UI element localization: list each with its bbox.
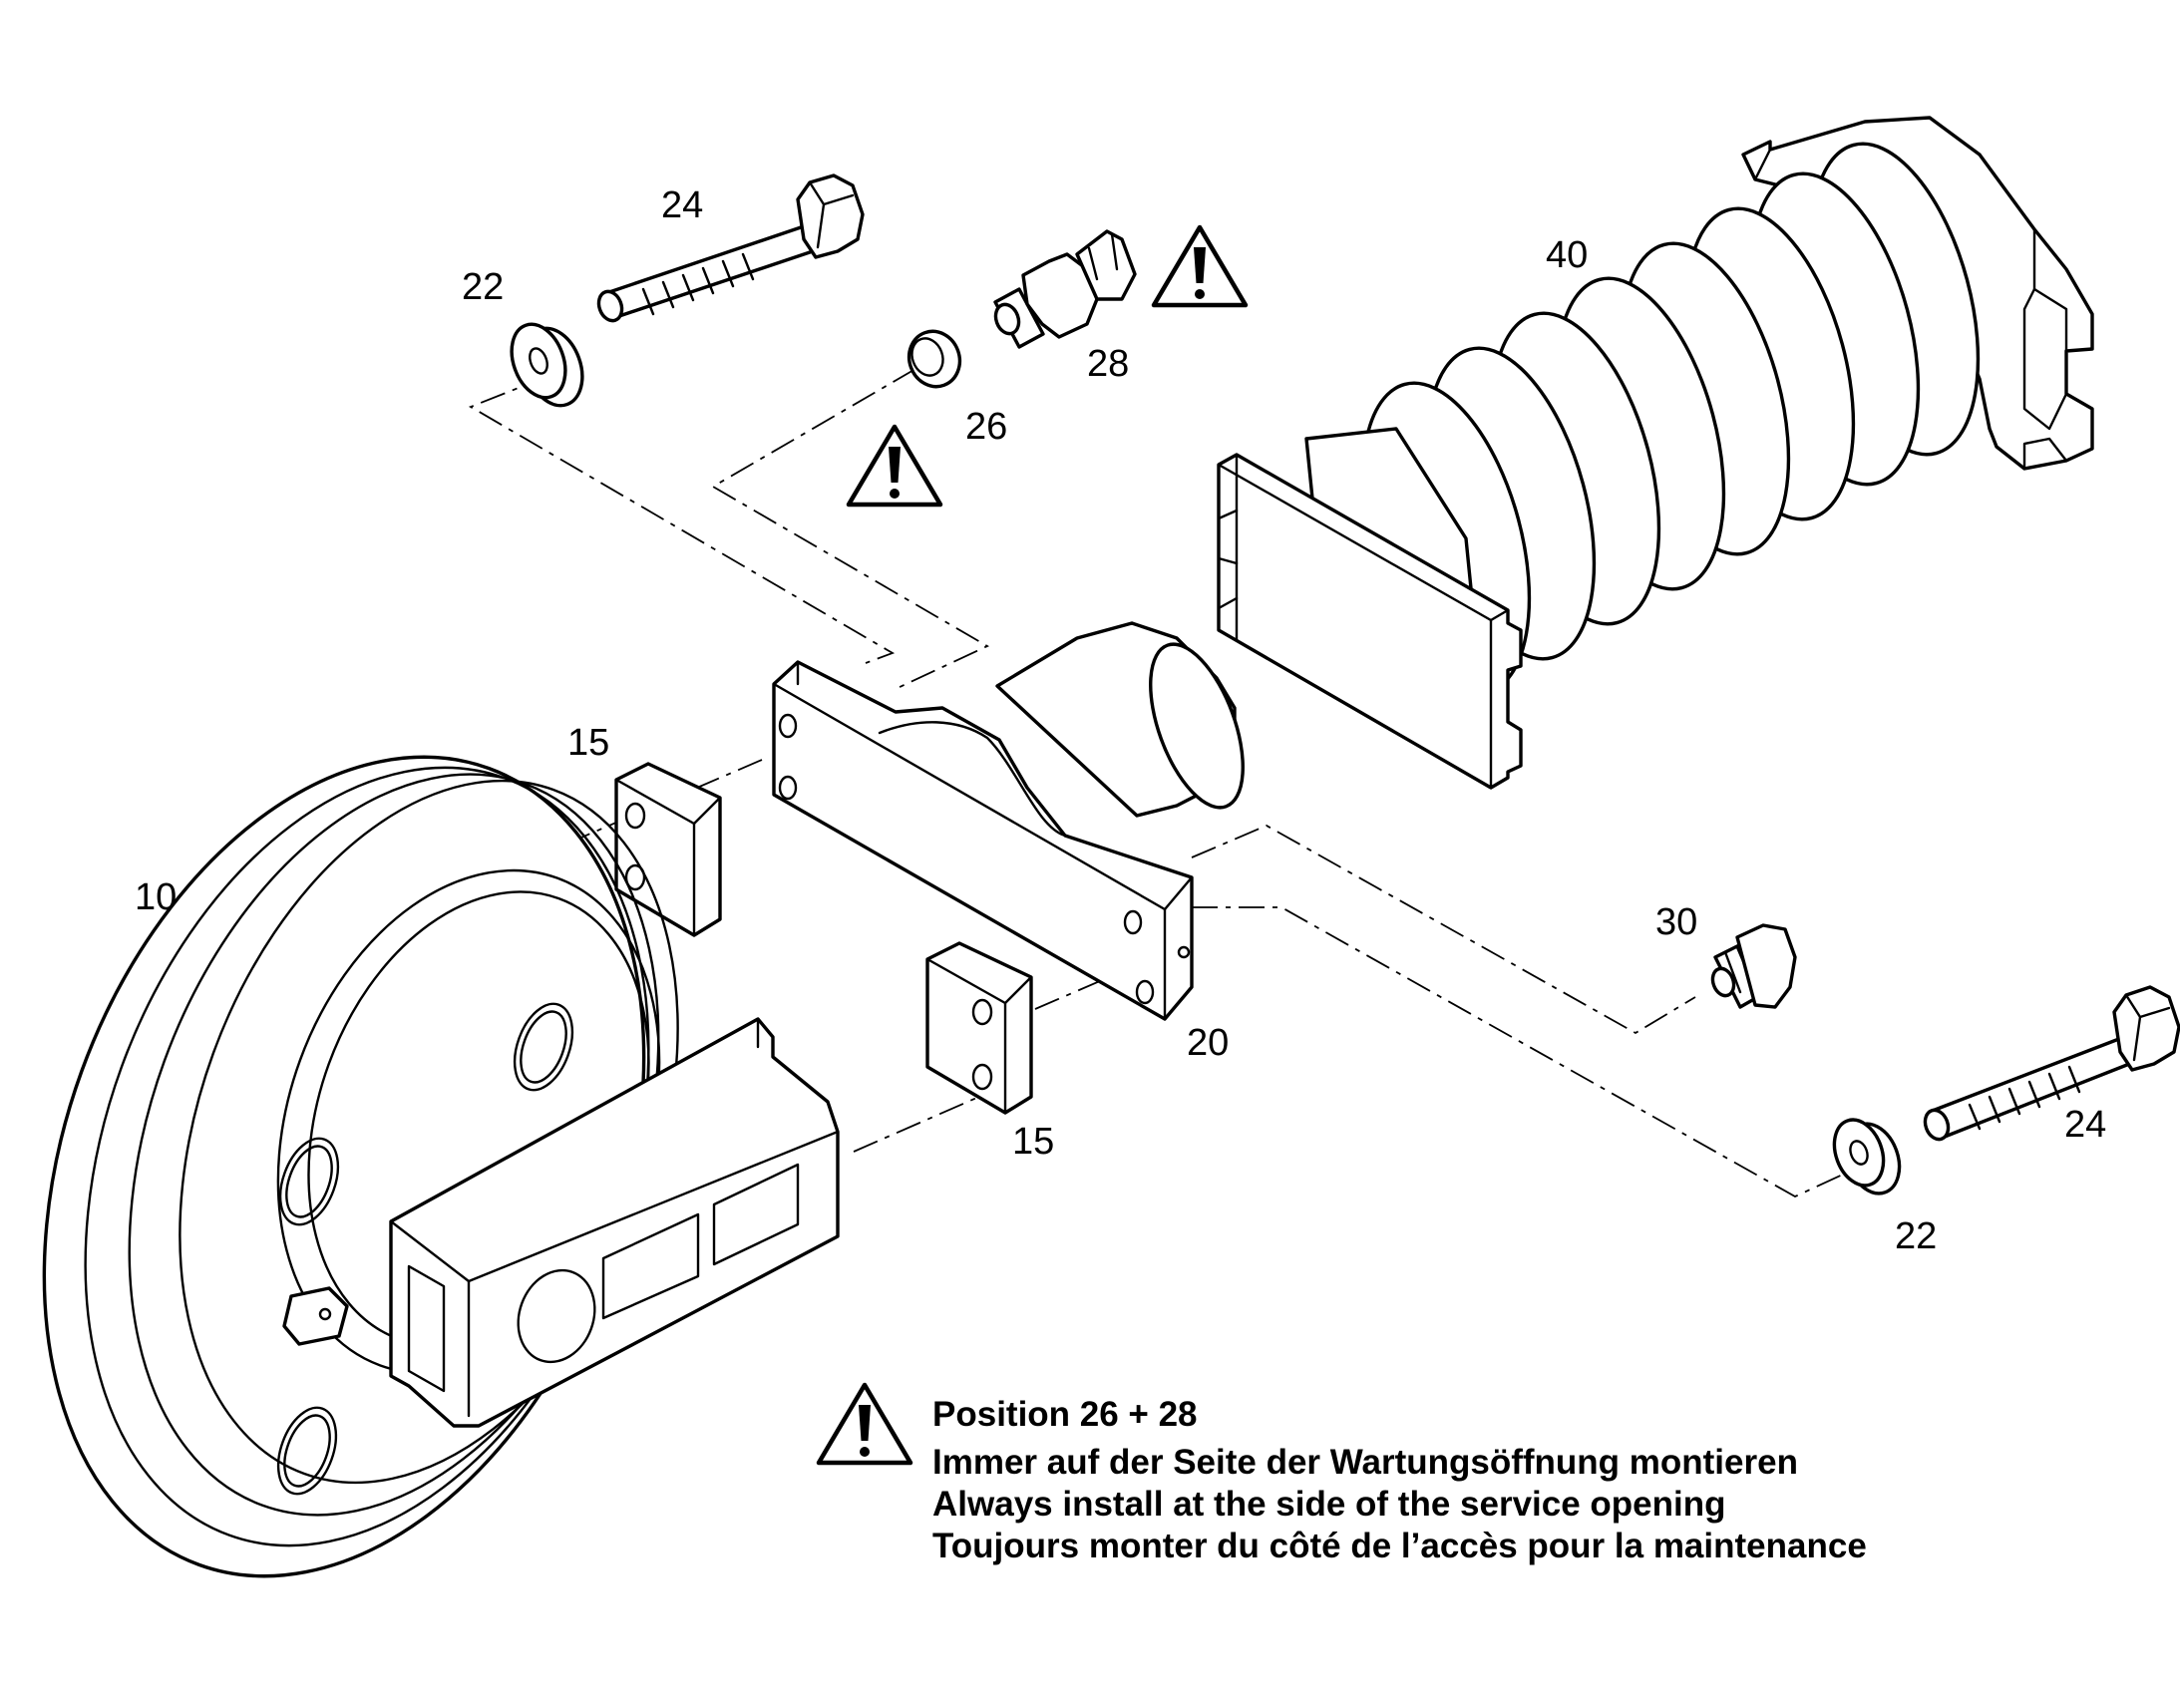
- callout-15-top: 15: [567, 722, 609, 764]
- warning-triangle-icon: [849, 427, 940, 505]
- seal-ring: [907, 329, 962, 389]
- note-heading: Position 26 + 28: [932, 1395, 1198, 1434]
- note-line-de: Immer auf der Seite der Wartungsöffnung …: [932, 1443, 1798, 1482]
- washer-top: [510, 322, 584, 408]
- callout-24-top: 24: [661, 184, 703, 226]
- callout-20: 20: [1187, 1022, 1229, 1064]
- idler-fork-bracket: [772, 621, 1245, 1021]
- callout-22-bottom: 22: [1895, 1215, 1937, 1257]
- callout-10: 10: [135, 876, 177, 918]
- warning-triangle-icon: [1154, 227, 1246, 305]
- washer-bottom: [1832, 1118, 1902, 1196]
- leader-lines: [468, 368, 1848, 1198]
- callout-30: 30: [1655, 901, 1697, 943]
- callout-40: 40: [1546, 234, 1588, 276]
- grease-nipple: [993, 229, 1137, 349]
- spacer-block-upper: [614, 762, 722, 937]
- callout-24-bottom: 24: [2064, 1104, 2106, 1146]
- spacer-block-lower: [925, 941, 1033, 1115]
- hex-bolt-bottom: [1923, 985, 2180, 1142]
- callout-15-bottom: 15: [1012, 1121, 1054, 1163]
- note-line-en: Always install at the side of the servic…: [932, 1485, 1726, 1524]
- idler-wheel: [42, 755, 840, 1578]
- tension-spring-assembly: [1217, 116, 2094, 790]
- warning-triangle-icon: [819, 1385, 910, 1463]
- hex-bolt-top: [596, 173, 865, 323]
- screw-plug: [1710, 923, 1797, 1009]
- installation-note: Position 26 + 28 Immer auf der Seite der…: [932, 1395, 1867, 1565]
- callout-28: 28: [1087, 343, 1129, 385]
- note-line-fr: Toujours monter du côté de l’accès pour …: [932, 1527, 1867, 1565]
- callout-22-top: 22: [462, 266, 504, 308]
- callout-26: 26: [965, 406, 1007, 448]
